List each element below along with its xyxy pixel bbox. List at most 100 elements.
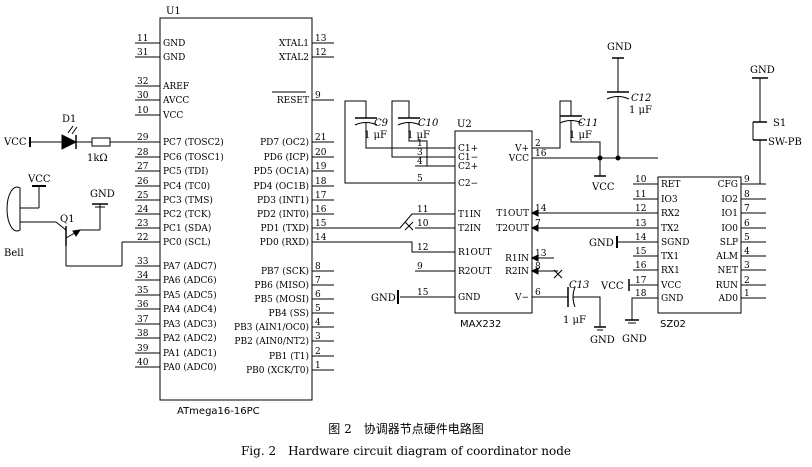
- pin-label: XTAL1: [279, 39, 309, 49]
- pin-label: T2OUT: [496, 224, 529, 234]
- pin-label: R1IN: [505, 254, 529, 264]
- pin-label: V−: [514, 293, 529, 303]
- pin-number: 7: [535, 219, 541, 229]
- pin-label: PD3 (INT1): [257, 195, 309, 206]
- wire-c10-a: [391, 100, 455, 158]
- q1-label: Q1: [60, 214, 75, 225]
- u2-part: MAX232: [460, 319, 501, 330]
- bell-label: Bell: [4, 248, 24, 259]
- pin-number: 38: [137, 329, 149, 339]
- pin-number: 6: [744, 219, 750, 229]
- pin-label: TX2: [661, 224, 679, 234]
- pin-label: AREF: [162, 82, 189, 92]
- pin-number: 1: [417, 139, 423, 149]
- pin-label: PB6 (MISO): [254, 280, 309, 291]
- pin-number: 14: [635, 233, 647, 243]
- c12-plate-2: [606, 96, 630, 100]
- pin-label: PC1 (SDA): [163, 223, 211, 234]
- pin-label: VCC: [508, 154, 529, 164]
- pin-number: 4: [315, 318, 321, 328]
- pin-label: T1OUT: [496, 209, 529, 219]
- pin-number: 2: [315, 347, 321, 357]
- c13-label: C13: [569, 280, 589, 291]
- pin-label: PB3 (AIN1/OC0): [234, 322, 309, 333]
- pin-label: PD6 (ICP): [264, 152, 309, 163]
- pin-label: PB2 (AIN0/NT2): [234, 336, 309, 347]
- pin-label: R2OUT: [458, 267, 491, 277]
- pin-label: RESET: [277, 96, 309, 106]
- pin-label: GND: [661, 294, 683, 304]
- pin-label: VCC: [660, 281, 681, 291]
- c10-label: C10: [418, 118, 439, 129]
- pin-label: PA7 (ADC7): [163, 261, 217, 272]
- pin-label: GND: [163, 39, 185, 49]
- pin-label: C1+: [458, 144, 478, 154]
- pin-label: PB7 (SCK): [261, 266, 309, 277]
- pin-label: NET: [718, 266, 738, 276]
- pin-number: 9: [315, 91, 321, 101]
- caption-en: Fig. 2 Hardware circuit diagram of coord…: [241, 444, 571, 458]
- pin-label: PA6 (ADC6): [163, 275, 217, 286]
- pin-label: GND: [458, 293, 480, 303]
- pin-label: ALM: [715, 252, 738, 262]
- pin-label: PB4 (SS): [269, 308, 309, 319]
- pin-label: PA5 (ADC5): [163, 290, 217, 301]
- pin-number: 26: [137, 177, 149, 187]
- wire-sz-gnd: [631, 297, 658, 320]
- pin-label: PC4 (TC0): [163, 181, 210, 192]
- pin-number: 36: [137, 300, 149, 310]
- pin-number: 17: [635, 276, 647, 286]
- gnd-label-s1: GND: [750, 65, 775, 76]
- pin-number: 13: [315, 34, 327, 44]
- pin-number: 11: [635, 190, 646, 200]
- pin-label: CFG: [718, 180, 738, 190]
- s1-label: S1: [773, 118, 786, 129]
- pin-label: SGND: [661, 238, 689, 248]
- c11-label: C11: [578, 118, 598, 129]
- pin-number: 10: [635, 175, 647, 185]
- led-diode-icon: [61, 134, 78, 150]
- pin-number: 34: [137, 271, 149, 281]
- pin-number: 35: [137, 286, 149, 296]
- pin-number: 8: [315, 262, 321, 272]
- pin-label: C1−: [458, 153, 478, 163]
- c11-value: 1 μF: [569, 130, 592, 141]
- gnd-label-sgnd: GND: [589, 238, 614, 249]
- arrow-t1out-icon: [530, 209, 539, 217]
- pin-number: 7: [744, 204, 750, 214]
- pin-number: 2: [744, 276, 750, 286]
- pin-number: 3: [417, 148, 423, 158]
- u2-body: [454, 130, 533, 314]
- q1-collector: [55, 221, 67, 231]
- pin-label: TX1: [661, 252, 679, 262]
- vcc-label-bell: VCC: [27, 174, 51, 185]
- d1-label: D1: [62, 114, 76, 125]
- pin-number: 14: [535, 204, 547, 214]
- wire-txd-t1in: [312, 213, 455, 229]
- pin-label: AVCC: [162, 96, 189, 106]
- sz02-name: SZ02: [660, 319, 686, 330]
- pin-number: 15: [417, 288, 429, 298]
- pin-label: PC6 (TOSC1): [163, 152, 224, 163]
- c9-value: 1 μF: [364, 130, 387, 141]
- junction-vcc-2: [615, 155, 621, 161]
- c10-value: 1 μF: [407, 130, 430, 141]
- pin-label: PD5 (OC1A): [254, 166, 309, 177]
- pin-number: 28: [137, 148, 149, 158]
- pin-number: 16: [635, 261, 647, 271]
- pin-label: PD7 (OC2): [260, 137, 309, 148]
- u2-name: U2: [457, 119, 472, 130]
- vcc-label-sz: VCC: [600, 281, 624, 292]
- pin-label: AD0: [718, 294, 739, 304]
- pin-number: 8: [744, 190, 750, 200]
- pin-number: 25: [137, 191, 149, 201]
- wire-c10-b: [408, 123, 455, 167]
- pin-number: 10: [137, 106, 149, 116]
- pin-label: IO1: [721, 209, 738, 219]
- pin-label: PD0 (RXD): [260, 237, 309, 248]
- pin-number: 13: [635, 219, 647, 229]
